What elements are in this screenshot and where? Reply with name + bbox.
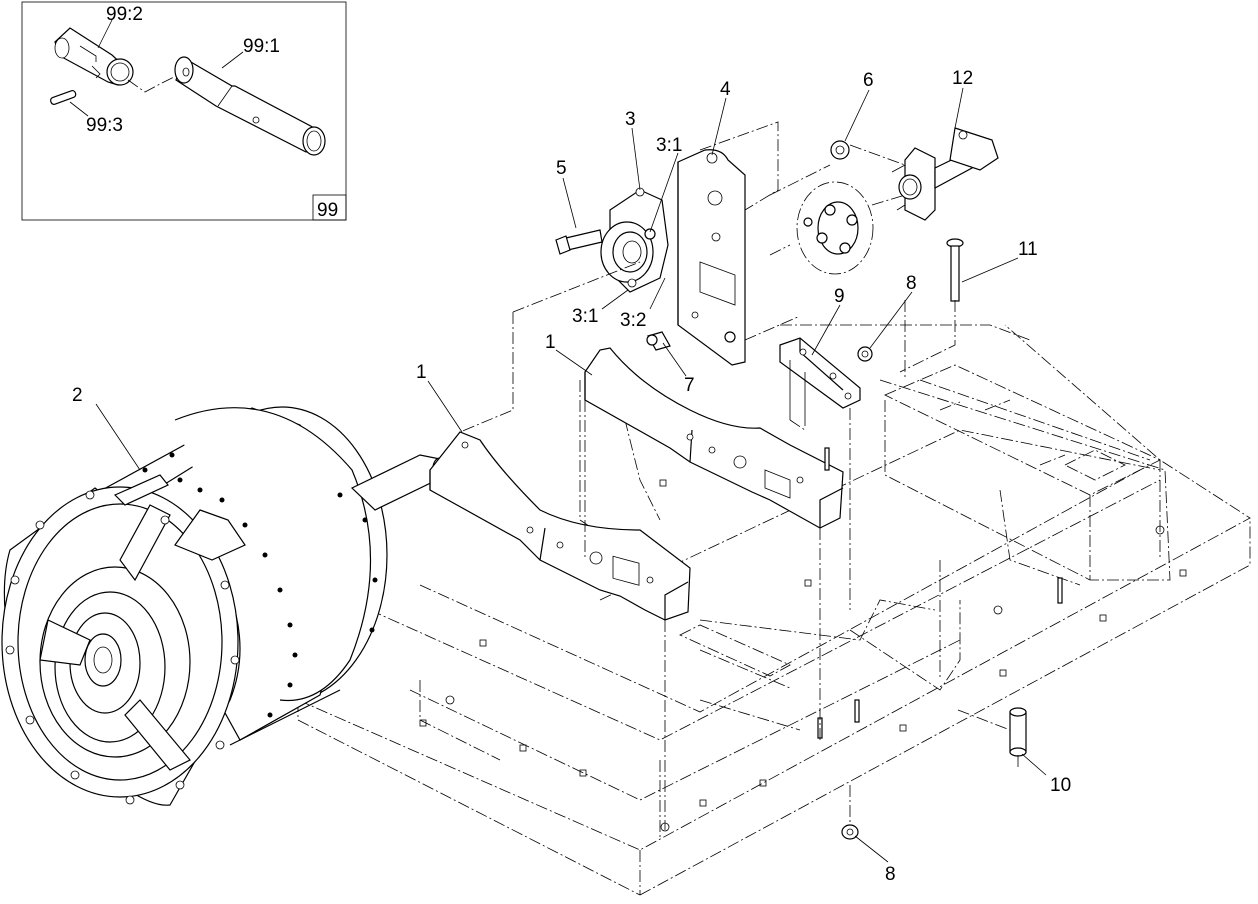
- callout-99-2: 99:2: [106, 4, 143, 25]
- part-8-nut-upper: [857, 346, 873, 362]
- part-8-nut-lower: [841, 824, 859, 840]
- inset-number-box: [312, 194, 347, 221]
- part-10-dowel-pin: [1009, 707, 1027, 757]
- part-7-bolt: [646, 331, 671, 351]
- part-6-nut: [830, 140, 850, 160]
- callout-1-front: 1: [416, 362, 427, 383]
- callout-10: 10: [1050, 775, 1071, 796]
- callout-8-upper: 8: [906, 273, 917, 294]
- part-99-1-shaft: [174, 56, 326, 156]
- part-12-stub-shaft: [891, 127, 999, 221]
- part-11-long-pin: [946, 238, 964, 302]
- callout-1-rear: 1: [545, 332, 556, 353]
- inset-detail-99: 99 99:2 99:1 99:3: [21, 1, 347, 221]
- inset-frame: [21, 1, 347, 221]
- callout-3-1-upper: 3:1: [656, 135, 682, 156]
- callout-3: 3: [625, 109, 636, 130]
- callout-4: 4: [720, 79, 731, 100]
- callout-9: 9: [834, 286, 845, 307]
- part-9-angle-bracket: [779, 337, 861, 426]
- alignment-lines: [459, 121, 1019, 830]
- callout-3-2: 3:2: [620, 310, 646, 331]
- part-99-2-sleeve: [54, 27, 134, 86]
- callout-6: 6: [863, 70, 874, 91]
- frame-box-right: [884, 364, 1161, 580]
- inset-number-label: 99: [317, 200, 338, 221]
- callout-99-1: 99:1: [243, 36, 280, 57]
- callout-2: 2: [72, 385, 83, 406]
- callout-12: 12: [952, 68, 973, 89]
- callout-99-3: 99:3: [86, 115, 123, 136]
- callout-labels: 2 1 1 3 3:1 3:1 3:2 4 5 6 7 8 8 9 10 11 …: [72, 68, 1071, 885]
- leader-lines: [95, 87, 1047, 863]
- part-4-mount-plate: [677, 149, 746, 366]
- part-1-front-support-bracket: [429, 431, 691, 621]
- callout-8-lower: 8: [885, 864, 896, 885]
- callout-3-1-lower: 3:1: [572, 306, 598, 327]
- callout-7: 7: [684, 375, 695, 396]
- part-5-bolt: [555, 229, 603, 255]
- callout-5: 5: [556, 158, 567, 179]
- part-3-flange-bearing: [600, 187, 669, 293]
- frame-studs: [817, 447, 1063, 739]
- callout-11: 11: [1018, 239, 1038, 260]
- chassis-frame-phantom: [297, 300, 1251, 896]
- part-2-bell-housing: [1, 406, 448, 806]
- part-99-3-pin: [50, 89, 77, 105]
- part-1-rear-support-bracket: [584, 347, 844, 529]
- hub-pulley-phantom: [796, 181, 874, 275]
